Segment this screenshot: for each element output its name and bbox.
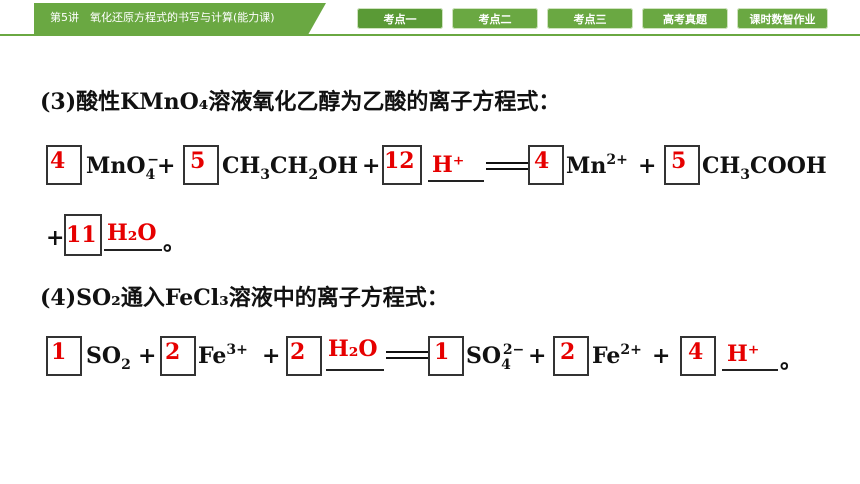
- q4-coef-4: 1: [434, 339, 450, 365]
- q4-coef-box-1: [46, 336, 82, 376]
- q4-plus-1: +: [138, 343, 157, 369]
- q4-heading: (4)SO₂通入FeCl₃溶液中的离子方程式：: [40, 285, 449, 311]
- top-bar: 第5讲 氧化还原方程式的书写与计算(能力课) 考点一 考点二 考点三 高考真题 …: [0, 0, 860, 36]
- q4-coef-1: 1: [51, 339, 67, 365]
- q3-coef-4: 4: [534, 148, 550, 174]
- tab-kaodian-1[interactable]: 考点一: [357, 8, 443, 29]
- q3-coef-box-6: [64, 214, 102, 256]
- q3-equals: [486, 162, 530, 170]
- q3-ethanol: CH3CH2OH: [222, 153, 359, 183]
- q3-blank-line-2: [104, 249, 162, 251]
- q3-coef-box-4: [528, 145, 564, 185]
- lesson-banner: [34, 3, 326, 34]
- q3-fill-2: H₂O: [107, 220, 157, 246]
- q4-coef-box-2: [160, 336, 196, 376]
- q4-fe3plus: Fe3+: [198, 342, 248, 369]
- q3-plus-2: +: [362, 153, 381, 179]
- q3-coef-box-3: [382, 145, 422, 185]
- q4-coef-5: 2: [560, 339, 576, 365]
- q3-coef-box-5: [664, 145, 700, 185]
- q4-period: 。: [780, 348, 803, 374]
- tab-gaokao[interactable]: 高考真题: [642, 8, 728, 29]
- q4-coef-6: 4: [688, 339, 704, 365]
- q4-coef-box-6: [680, 336, 716, 376]
- tab-kaodian-2[interactable]: 考点二: [452, 8, 538, 29]
- q4-coef-box-4: [428, 336, 464, 376]
- q4-coef-2: 2: [165, 339, 181, 365]
- tab-kaodian-3[interactable]: 考点三: [547, 8, 633, 29]
- q4-blank-line-1: [326, 369, 384, 371]
- q4-plus-3: +: [528, 343, 547, 369]
- q3-plus-3: +: [638, 153, 657, 179]
- q3-coef-2: 5: [190, 148, 206, 174]
- q3-period: 。: [163, 230, 186, 256]
- q4-coef-3: 2: [290, 339, 306, 365]
- q4-fe2plus: Fe2+: [592, 342, 642, 369]
- tab-homework[interactable]: 课时数智作业: [737, 8, 828, 29]
- q3-fill-1: H⁺: [432, 152, 465, 178]
- q3-acetic-acid: CH3COOH: [702, 153, 827, 183]
- q4-plus-2: +: [262, 343, 281, 369]
- q3-coef-box-1: [46, 145, 82, 185]
- q3-coef-box-2: [183, 145, 219, 185]
- q3-coef-5: 5: [671, 148, 687, 174]
- q3-coef-3: 12: [384, 148, 415, 174]
- q4-coef-box-3: [286, 336, 322, 376]
- q4-coef-box-5: [553, 336, 589, 376]
- q3-coef-1: 4: [50, 148, 66, 174]
- header-divider: [0, 34, 860, 36]
- q3-coef-6: 11: [66, 222, 97, 248]
- q3-blank-line-1: [428, 180, 484, 182]
- q4-so2: SO2: [86, 343, 131, 373]
- q3-mn2plus: Mn2+: [566, 152, 628, 179]
- q3-plus-4: +: [46, 225, 65, 251]
- q4-blank-line-2: [722, 369, 778, 371]
- q3-mno4: MnO4−: [86, 152, 159, 183]
- q3-heading: (3)酸性KMnO₄溶液氧化乙醇为乙酸的离子方程式：: [40, 89, 561, 115]
- lesson-title: 第5讲 氧化还原方程式的书写与计算(能力课): [50, 11, 275, 24]
- q4-fill-2: H⁺: [727, 341, 760, 367]
- q4-fill-1: H₂O: [328, 336, 378, 362]
- q4-plus-4: +: [652, 343, 671, 369]
- q4-equals: [386, 351, 430, 359]
- q4-so4: SO42−: [466, 342, 525, 373]
- q3-plus-1: +: [157, 153, 176, 179]
